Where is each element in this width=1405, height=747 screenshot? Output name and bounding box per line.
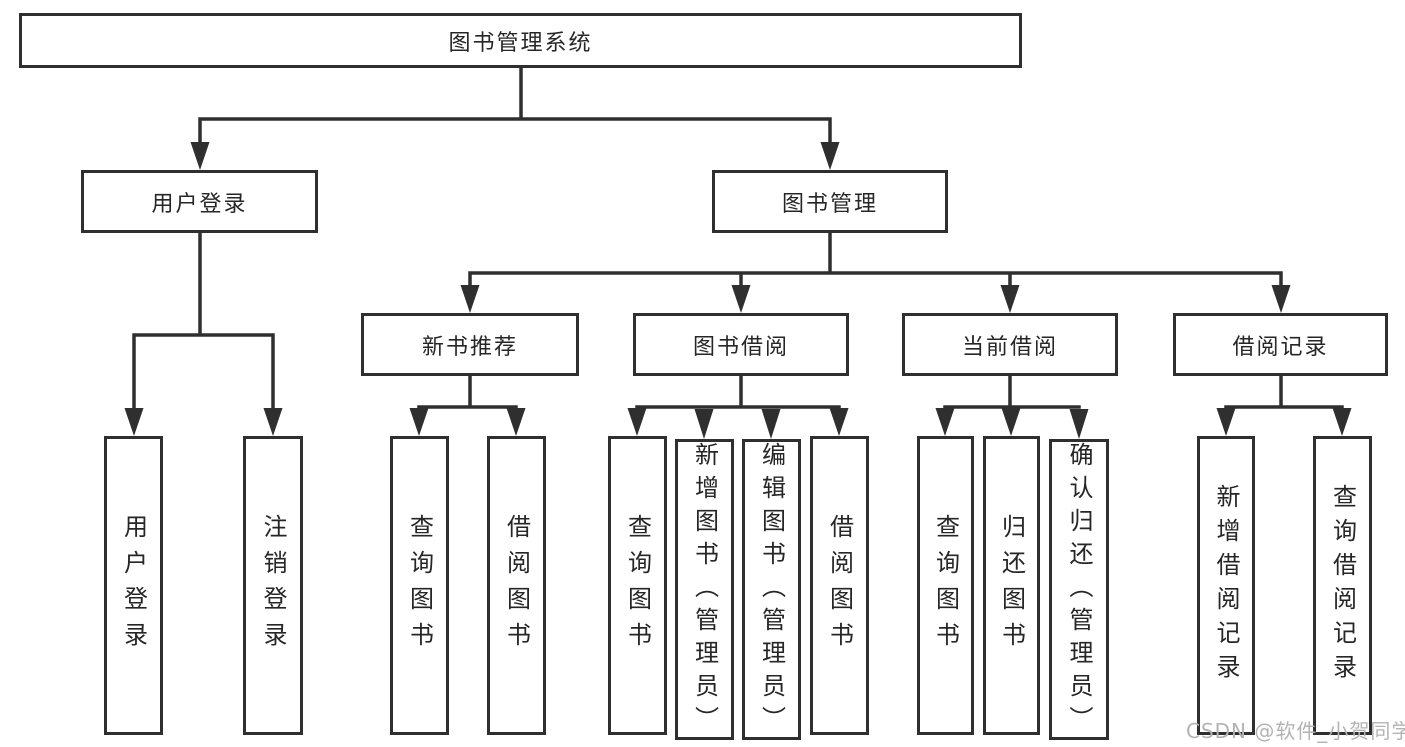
- leaf-user-login: 用户登录: [104, 436, 163, 735]
- leaf-confirm-return-admin: 确认归还（管理员）: [1049, 439, 1109, 740]
- node-borrowing-records: 借阅记录: [1173, 313, 1388, 376]
- watermark: CSDN @软件_小贺同学: [1186, 719, 1405, 743]
- arrowheads: [124, 142, 1352, 439]
- leaf-return-books: 归还图书: [983, 436, 1040, 735]
- node-user-login: 用户登录: [81, 170, 318, 233]
- leaf-add-borrow-record: 新增借阅记录: [1197, 436, 1255, 735]
- leaf-query-books-recommend: 查询图书: [390, 436, 449, 735]
- leaf-query-books-borrowing: 查询图书: [608, 436, 667, 735]
- leaf-query-books-current: 查询图书: [917, 436, 974, 735]
- leaf-logout: 注销登录: [243, 436, 303, 735]
- leaf-query-borrow-record: 查询借阅记录: [1313, 436, 1372, 735]
- leaf-borrow-books-borrowing: 借阅图书: [810, 436, 869, 735]
- node-book-management: 图书管理: [712, 170, 948, 233]
- leaf-add-books-admin: 新增图书（管理员）: [675, 439, 734, 740]
- node-current-borrowing: 当前借阅: [902, 313, 1118, 376]
- node-new-book-recommend: 新书推荐: [361, 313, 579, 376]
- node-book-borrowing: 图书借阅: [633, 313, 849, 376]
- leaf-edit-books-admin: 编辑图书（管理员）: [742, 439, 801, 740]
- leaf-borrow-books-recommend: 借阅图书: [487, 436, 546, 735]
- node-library-system: 图书管理系统: [19, 13, 1022, 68]
